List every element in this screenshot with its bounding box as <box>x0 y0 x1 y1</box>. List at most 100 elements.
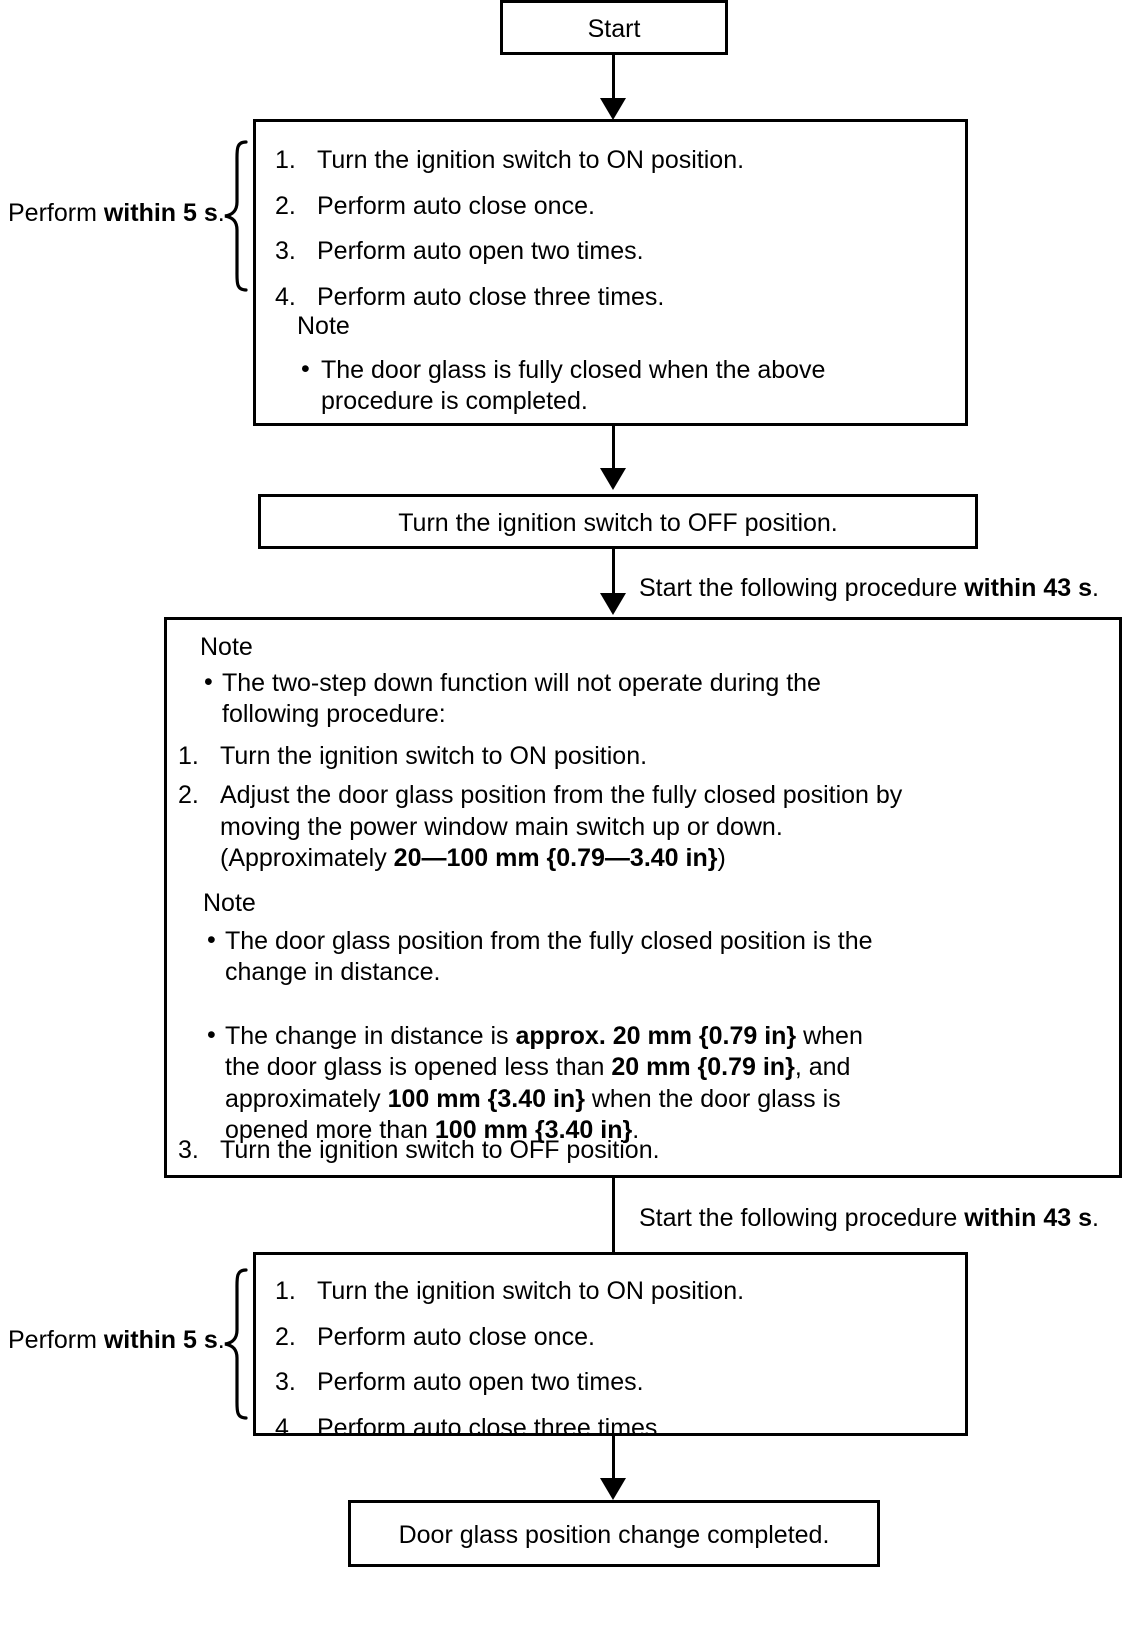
bullet-dot: • <box>207 1020 216 1049</box>
note2-b2-line-2-post: , and <box>794 1053 851 1081</box>
first-procedure-note: Note • The door glass is fully closed wh… <box>297 311 957 418</box>
adjust-step-2: 2. Adjust the door glass position from t… <box>178 780 1125 875</box>
timing-label-suffix: . <box>217 199 225 227</box>
note-heading: Note <box>297 312 350 340</box>
bullet-dot: • <box>301 354 310 383</box>
note2-b2-line-1-pre: The change in distance is <box>225 1021 516 1050</box>
note2-b2-line-1-bold: approx. 20 mm {0.79 in} <box>515 1021 797 1050</box>
note-heading: Note <box>200 633 253 661</box>
arrowhead-step1-to-off <box>600 468 626 490</box>
connector-start-to-step1 <box>612 55 615 107</box>
timing-label-bold: within 5 s <box>103 199 218 227</box>
edge-label-prefix: Start the following procedure <box>639 1204 965 1232</box>
step-number: 1. <box>178 742 199 770</box>
list-item: 4. Perform auto close three times. <box>275 1413 945 1445</box>
step-text: Turn the ignition switch to ON position. <box>317 146 745 174</box>
note2-b2-line-4-pre: opened more than <box>225 1116 435 1144</box>
step-number: 3. <box>178 1136 199 1164</box>
node-start <box>500 0 728 55</box>
step-2-line-3-pre: (Approximately <box>220 844 394 872</box>
note-bullet: • The door glass is fully closed when th… <box>297 355 957 418</box>
step-text: Perform auto open two times. <box>317 237 644 265</box>
note-bullet-line-1: The two-step down function will not oper… <box>222 668 821 697</box>
node-first-procedure <box>253 119 968 426</box>
step-number: 2. <box>275 191 296 220</box>
first-procedure-brace <box>222 140 248 292</box>
step-number: 4. <box>275 282 296 311</box>
node-adjust-procedure <box>164 617 1122 1178</box>
step-text: Perform auto close once. <box>317 1322 595 1351</box>
second-procedure-steps: 1. Turn the ignition switch to ON positi… <box>275 1276 945 1444</box>
connector-off-to-adjust <box>612 549 615 599</box>
note-bullet: • The door glass position from the fully… <box>203 926 1093 989</box>
timing-label-suffix: . <box>217 1326 225 1354</box>
first-procedure-timing-label: Perform within 5 s. <box>8 198 225 228</box>
note2-b2-line-3-bold: 100 mm {3.40 in} <box>387 1084 585 1113</box>
bullet-dot: • <box>204 667 213 696</box>
note2-b2-line-3-pre: approximately <box>225 1084 388 1113</box>
list-item: 1. Turn the ignition switch to ON positi… <box>275 145 945 177</box>
step-2-line-1: Adjust the door glass position from the … <box>220 781 903 809</box>
step-number: 3. <box>275 237 296 265</box>
bullet-dot: • <box>207 925 216 954</box>
note2-b2-line-2-bold: 20 mm {0.79 in} <box>611 1053 795 1081</box>
connector-step2-to-completed <box>612 1436 615 1488</box>
timing-label-prefix: Perform <box>8 199 104 227</box>
edge-label-within-43s-first: Start the following procedure within 43 … <box>639 573 1099 603</box>
arrowhead-off-to-adjust <box>600 593 626 615</box>
note2-b1-line-2: change in distance. <box>225 958 441 986</box>
note2-b2-line-3-post: when the door glass is <box>584 1084 841 1113</box>
list-item: 2. Perform auto close once. <box>275 191 945 223</box>
note-bullet-line-2: following procedure: <box>222 700 446 728</box>
step-number: 4. <box>275 1413 296 1442</box>
arrowhead-start-to-step1 <box>600 98 626 120</box>
timing-label-prefix: Perform <box>8 1326 104 1354</box>
note2-b2-line-4-bold: 100 mm {3.40 in} <box>434 1116 633 1144</box>
step-number: 2. <box>178 781 199 809</box>
note2-b2-line-2-pre: the door glass is opened less than <box>225 1053 612 1081</box>
step-2-line-3-post: ) <box>717 844 726 872</box>
adjust-step-1: 1. Turn the ignition switch to ON positi… <box>178 741 1120 773</box>
note-bullet: • The change in distance is approx. 20 m… <box>203 1021 1093 1147</box>
node-ignition-off <box>258 494 978 549</box>
edge-label-suffix: . <box>1092 1204 1099 1232</box>
list-item: 3. Perform auto open two times. <box>275 236 945 268</box>
step-number: 3. <box>275 1368 296 1396</box>
edge-label-prefix: Start the following procedure <box>639 574 965 602</box>
edge-label-within-43s-second: Start the following procedure within 43 … <box>639 1203 1099 1233</box>
connector-adjust-to-step2 <box>612 1178 615 1270</box>
timing-label-bold: within 5 s <box>103 1326 218 1354</box>
step-text: Turn the ignition switch to ON position. <box>220 742 648 770</box>
list-item: 3. Perform auto open two times. <box>275 1367 945 1399</box>
node-completed <box>348 1500 880 1567</box>
step-2-line-2: moving the power window main switch up o… <box>220 812 783 841</box>
step-number: 1. <box>275 146 296 174</box>
step-text: Perform auto close three times. <box>317 282 665 311</box>
edge-label-bold: within 43 s <box>964 574 1092 602</box>
arrowhead-step2-to-completed <box>600 1478 626 1500</box>
list-item: 4. Perform auto close three times. <box>275 282 945 314</box>
step-text: Turn the ignition switch to OFF position… <box>220 1136 660 1164</box>
note-bullet-line-1: The door glass is fully closed when the … <box>321 355 826 384</box>
node-completed-label: Door glass position change completed. <box>398 1521 830 1549</box>
note-bullet-line-2: procedure is completed. <box>321 387 588 415</box>
step-text: Turn the ignition switch to ON position. <box>317 1277 745 1305</box>
note2-b1-line-1: The door glass position from the fully c… <box>225 926 873 955</box>
step-2-line-3-bold: 20—100 mm {0.79—3.40 in} <box>393 844 718 872</box>
node-start-label: Start <box>587 15 641 43</box>
step-text: Perform auto close once. <box>317 191 595 220</box>
node-ignition-off-label: Turn the ignition switch to OFF position… <box>398 509 838 537</box>
note-bullet: • The two-step down function will not op… <box>200 668 1080 731</box>
adjust-note-2: Note • The door glass position from the … <box>203 888 1093 1147</box>
adjust-note-1: Note • The two-step down function will n… <box>200 632 1080 731</box>
note-heading: Note <box>203 889 256 917</box>
step-text: Perform auto close three times. <box>317 1413 665 1442</box>
list-item: 1. Turn the ignition switch to ON positi… <box>275 1276 945 1308</box>
step-text: Perform auto open two times. <box>317 1368 644 1396</box>
edge-label-suffix: . <box>1092 574 1099 602</box>
note2-b2-line-1-post: when <box>796 1021 863 1050</box>
list-item: 2. Perform auto close once. <box>275 1322 945 1354</box>
first-procedure-steps: 1. Turn the ignition switch to ON positi… <box>275 145 945 313</box>
note2-b2-line-4-post: . <box>632 1116 640 1144</box>
